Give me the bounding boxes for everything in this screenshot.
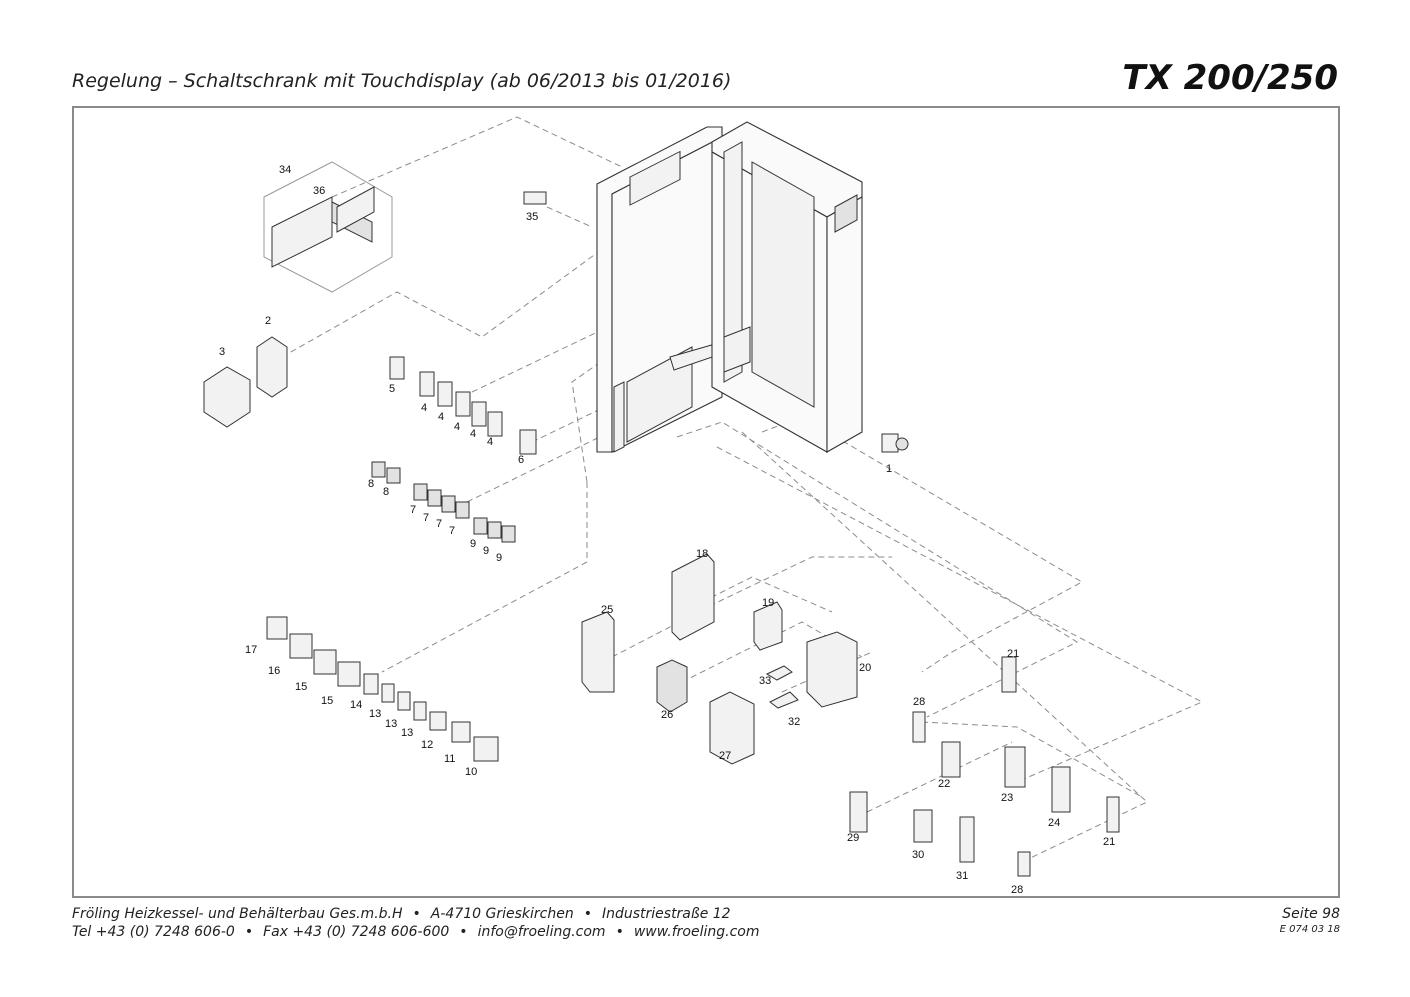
- label-33: 33: [759, 675, 771, 687]
- label-10: 10: [465, 766, 477, 778]
- label-23: 23: [1001, 792, 1013, 804]
- company-tel: Tel +43 (0) 7248 606-0: [72, 924, 235, 940]
- footer-page-info: Seite 98 E 074 03 18: [1280, 905, 1340, 937]
- label-29: 29: [847, 832, 859, 844]
- label-13a: 13: [369, 708, 381, 720]
- label-35: 35: [526, 211, 538, 223]
- part-1-main-switch: [881, 433, 909, 453]
- label-22: 22: [938, 778, 950, 790]
- label-32: 32: [788, 716, 800, 728]
- label-4d: 4: [470, 428, 476, 440]
- label-7b: 7: [423, 512, 429, 524]
- label-5: 5: [389, 383, 395, 395]
- label-27: 27: [719, 750, 731, 762]
- label-9a: 9: [470, 538, 476, 550]
- label-4b: 4: [438, 411, 444, 423]
- label-9c: 9: [496, 552, 502, 564]
- label-14: 14: [350, 699, 362, 711]
- label-2: 2: [265, 315, 271, 327]
- label-4c: 4: [454, 421, 460, 433]
- label-13c: 13: [401, 727, 413, 739]
- label-36: 36: [313, 185, 325, 197]
- part-34-display-bracket: [263, 161, 393, 293]
- label-34: 34: [279, 164, 291, 176]
- company-fax: Fax +43 (0) 7248 606-600: [263, 924, 450, 940]
- label-28a: 28: [913, 696, 925, 708]
- page-number: Seite 98: [1282, 906, 1340, 922]
- label-19: 19: [762, 597, 774, 609]
- modules-21-31: [849, 656, 1120, 877]
- company-web: www.froeling.com: [633, 924, 760, 940]
- label-21a: 21: [1007, 648, 1019, 660]
- part-2-cover: [256, 336, 288, 398]
- label-20: 20: [859, 662, 871, 674]
- model-name: TX 200/250: [1122, 58, 1338, 98]
- footer-line-2: Tel +43 (0) 7248 606-0•Fax +43 (0) 7248 …: [72, 924, 760, 940]
- label-31: 31: [956, 870, 968, 882]
- company-address: A-4710 Grieskirchen: [430, 906, 574, 922]
- label-11: 11: [444, 753, 455, 765]
- label-16: 16: [268, 665, 280, 677]
- cabinet: [596, 121, 863, 453]
- page-title: Regelung – Schaltschrank mit Touchdispla…: [72, 70, 732, 92]
- exploded-diagram: 1 2 3 4 4 4 4 4 5 6 7 7 7 7 8 8 9 9 9 10…: [203, 116, 1204, 896]
- label-6: 6: [518, 454, 524, 466]
- part-35-plug: [523, 191, 547, 205]
- footer-contact: Fröling Heizkessel- und Behälterbau Ges.…: [72, 905, 760, 941]
- label-4a: 4: [421, 402, 427, 414]
- part-labels: 1 2 3 4 4 4 4 4 5 6 7 7 7 7 8 8 9 9 9 10…: [219, 164, 1115, 896]
- label-12: 12: [421, 739, 433, 751]
- company-name: Fröling Heizkessel- und Behälterbau Ges.…: [72, 906, 403, 922]
- company-street: Industriestraße 12: [601, 906, 731, 922]
- breakers-4-5-6: [389, 356, 537, 455]
- label-15a: 15: [295, 681, 307, 693]
- label-24: 24: [1048, 817, 1060, 829]
- document-code: E 074 03 18: [1279, 924, 1340, 935]
- rail-components-10-17: [266, 616, 499, 762]
- label-18: 18: [696, 548, 708, 560]
- part-3-transformer: [203, 366, 251, 428]
- label-3: 3: [219, 346, 225, 358]
- circuit-boards: [581, 553, 858, 765]
- label-13b: 13: [385, 718, 397, 730]
- label-26: 26: [661, 709, 673, 721]
- footer-line-1: Fröling Heizkessel- und Behälterbau Ges.…: [72, 906, 731, 922]
- label-28b: 28: [1011, 884, 1023, 896]
- label-30: 30: [912, 849, 924, 861]
- label-7d: 7: [449, 525, 455, 537]
- label-9b: 9: [483, 545, 489, 557]
- label-17: 17: [245, 644, 257, 656]
- label-21b: 21: [1103, 836, 1115, 848]
- exploded-view-frame: 1 2 3 4 4 4 4 4 5 6 7 7 7 7 8 8 9 9 9 10…: [72, 106, 1340, 898]
- label-7a: 7: [410, 504, 416, 516]
- label-4e: 4: [487, 436, 493, 448]
- label-25: 25: [601, 604, 613, 616]
- label-7c: 7: [436, 518, 442, 530]
- label-15b: 15: [321, 695, 333, 707]
- label-8a: 8: [368, 478, 374, 490]
- relays-7-8-9: [371, 461, 516, 543]
- label-1: 1: [886, 463, 892, 475]
- label-8b: 8: [383, 486, 389, 498]
- company-email: info@froeling.com: [477, 924, 606, 940]
